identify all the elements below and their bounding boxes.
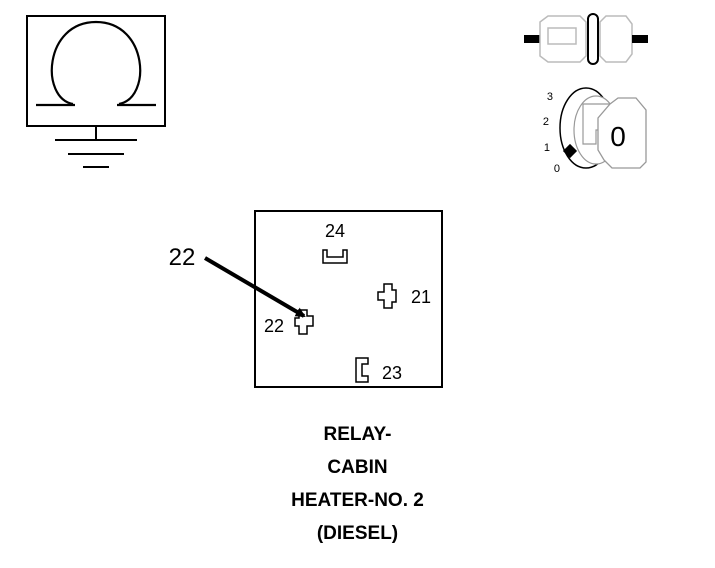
relay-outline	[254, 210, 443, 388]
ignition-position-1: 1	[544, 142, 550, 154]
ignition-position-0: 0	[554, 163, 560, 175]
terminal-24-label: 24	[325, 221, 345, 241]
ignition-position-3: 3	[547, 91, 553, 103]
caption-line-4: (DIESEL)	[316, 523, 399, 544]
ignition-key-switch-icon	[559, 87, 647, 169]
ignition-key-position: 0	[610, 121, 626, 152]
omega-resistance-ground-icon	[26, 15, 166, 168]
caption-line-2: CABIN	[327, 457, 388, 478]
terminal-21-label: 21	[411, 287, 431, 307]
caption-line-3: HEATER-NO. 2	[291, 490, 424, 511]
terminal-22-icon	[294, 309, 314, 335]
connector-plug-icon	[524, 13, 648, 65]
pointer-label: 22	[169, 244, 196, 271]
ignition-position-2: 2	[543, 116, 549, 128]
terminal-23-icon	[355, 357, 369, 383]
terminal-23-label: 23	[382, 363, 402, 383]
caption-line-1: RELAY-	[323, 424, 392, 445]
terminal-24-icon	[322, 249, 348, 264]
terminal-22-label: 22	[264, 316, 284, 336]
terminal-21-icon	[377, 283, 397, 309]
pointer-arrow	[203, 256, 306, 318]
